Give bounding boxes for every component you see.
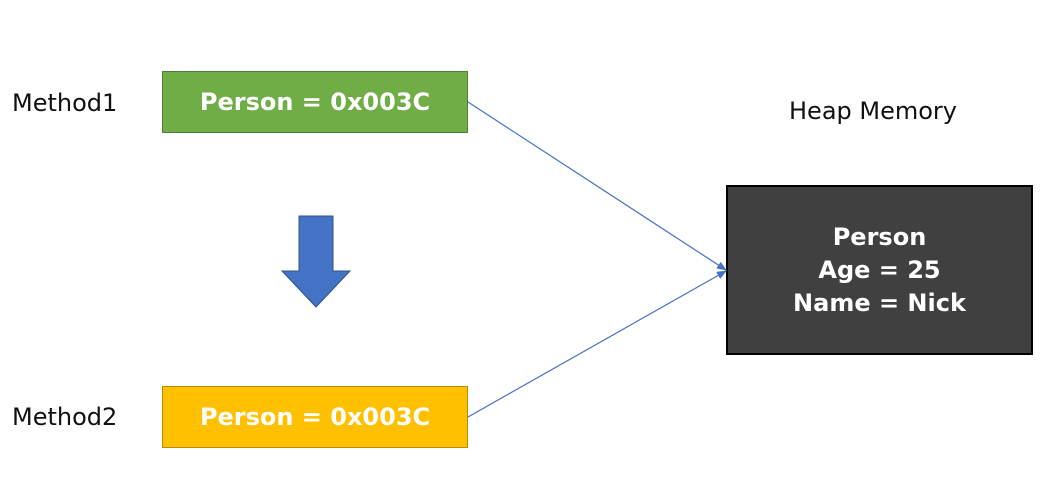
method2-reference-text: Person = 0x003C — [199, 403, 431, 431]
heap-object-type: Person — [832, 222, 927, 251]
heap-object-name: Name = Nick — [793, 288, 966, 317]
heap-object-box: Person Age = 25 Name = Nick — [726, 185, 1033, 355]
heap-object-age: Age = 25 — [818, 255, 941, 284]
method1-reference-text: Person = 0x003C — [199, 88, 431, 116]
method1-reference-box: Person = 0x003C — [162, 71, 468, 133]
down-arrow-icon — [280, 215, 352, 308]
method1-to-heap-connector — [467, 101, 727, 271]
heap-memory-title: Heap Memory — [789, 97, 957, 125]
method1-label: Method1 — [12, 89, 118, 117]
method2-label: Method2 — [12, 403, 118, 431]
method2-to-heap-connector — [467, 270, 727, 418]
method2-reference-box: Person = 0x003C — [162, 386, 468, 448]
